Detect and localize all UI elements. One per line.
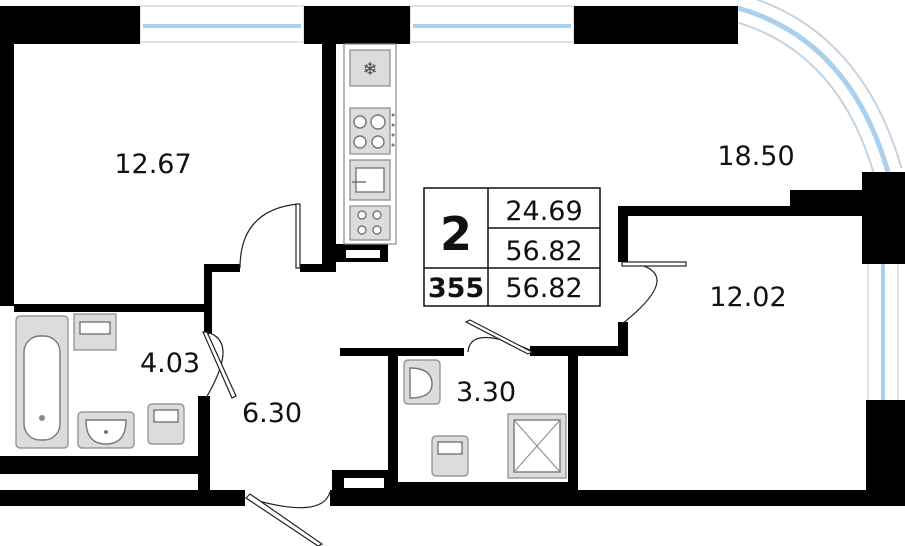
svg-text:❄: ❄ [362, 59, 377, 80]
door-shower-room [464, 319, 534, 355]
window-top-middle [409, 5, 575, 43]
shower-sink-icon [403, 359, 441, 405]
washing-machine-icon [349, 205, 391, 241]
info-box: 2 24.69 56.82 355 56.82 [423, 187, 601, 307]
rooms-count: 2 [440, 207, 472, 261]
sink-icon [349, 159, 391, 201]
door-bathroom [202, 331, 237, 399]
window-right [867, 261, 899, 403]
total-area: 56.82 [505, 236, 582, 267]
door-entrance [245, 491, 331, 546]
washbasin-icon [73, 313, 117, 351]
kitchen-counter: ❄ [343, 43, 397, 245]
living-area: 24.69 [505, 196, 582, 227]
window-top-left [139, 5, 305, 43]
snowflake-icon: ❄ [349, 49, 391, 87]
apartment-number: 355 [428, 273, 484, 304]
window-bay [733, 0, 903, 177]
bath-sink-icon [77, 411, 135, 449]
room-area-hallway: 6.30 [242, 398, 302, 429]
room-area-living-kitchen: 18.50 [717, 141, 794, 172]
toilet-icon [147, 403, 185, 445]
bathtub-icon [15, 315, 69, 449]
shower-tray-icon [507, 413, 567, 479]
walls [0, 6, 905, 506]
room-area-bathroom: 4.03 [140, 348, 200, 379]
shower-toilet-icon [431, 435, 469, 477]
room-area-shower-room: 3.30 [456, 377, 516, 408]
stove-icon [349, 107, 395, 155]
door-bedroom-1 [239, 203, 301, 269]
room-area-bedroom-2: 12.02 [709, 282, 786, 313]
total-area-2: 56.82 [505, 273, 582, 304]
door-bedroom-2 [621, 261, 687, 325]
room-area-bedroom-1: 12.67 [114, 149, 191, 180]
